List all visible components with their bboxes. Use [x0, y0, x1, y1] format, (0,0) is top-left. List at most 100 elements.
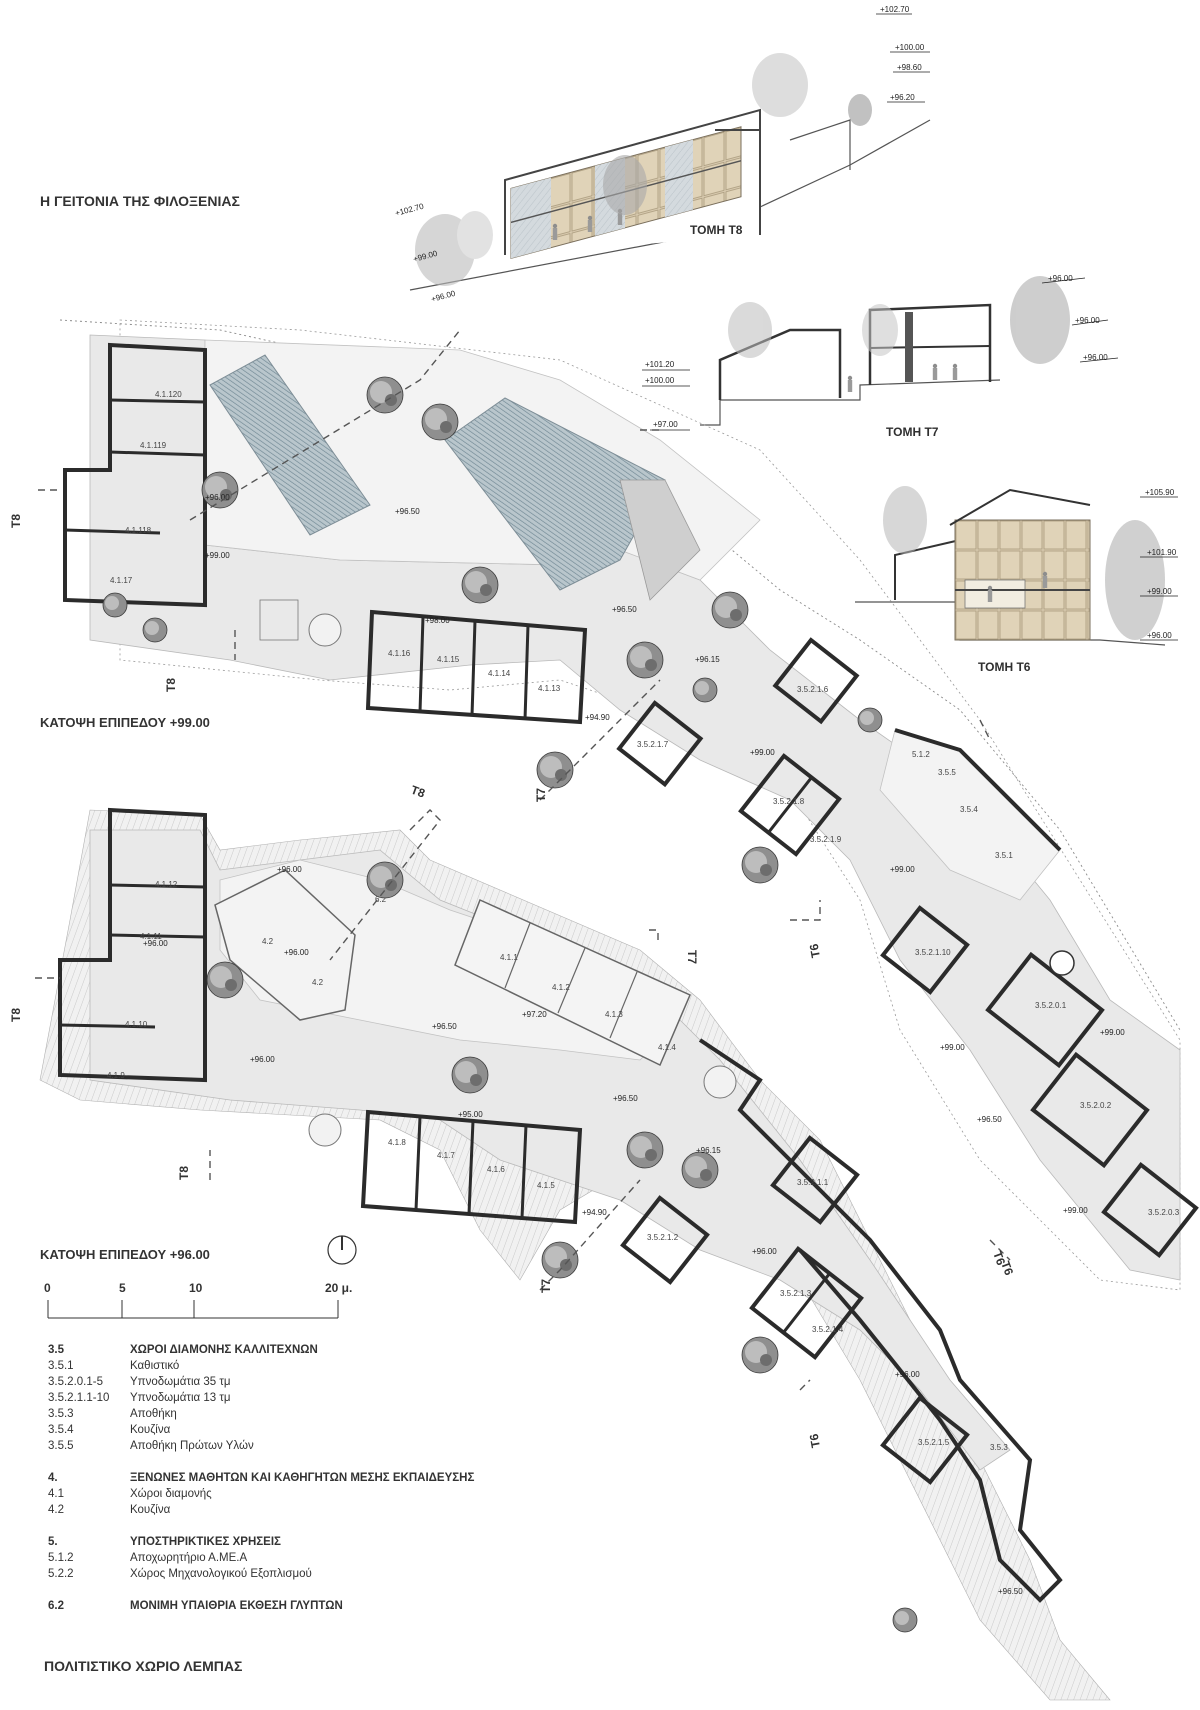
plan-lower-kitchen-1: 4.2 — [262, 937, 274, 946]
legend-item-text: Κουζίνα — [130, 1504, 171, 1516]
section-t7-level-3: +96.00 — [1083, 353, 1108, 362]
section-t8-level-3: +98.60 — [897, 63, 922, 72]
section-t6-level-1: +105.90 — [1145, 488, 1175, 497]
legend-group-3-code: 5. — [48, 1536, 58, 1548]
legend-item-text: Αποθήκη Πρώτων Υλών — [130, 1440, 254, 1452]
plan-upper-level-9: +99.00 — [890, 865, 915, 874]
plan-lower-room-2: 4.1.11 — [140, 932, 162, 941]
legend-item-text: Υπνοδωμάτια 35 τμ — [130, 1376, 231, 1388]
plan-lower-cut-5: Τ7 — [539, 1279, 553, 1293]
legend-group-2-code: 4. — [48, 1472, 58, 1484]
plan-upper-cut-4: Τ6 — [807, 942, 823, 959]
plan-lower-level-9: +96.15 — [696, 1146, 721, 1155]
plan-upper-level-2: +96.50 — [395, 507, 420, 516]
sheet-footer-title: ΠΟΛΙΤΙΣΤΙΚΟ ΧΩΡΙΟ ΛΕΜΠΑΣ — [44, 1658, 242, 1674]
north-arrow — [327, 1235, 357, 1265]
plan-upper-level-12: +99.00 — [1100, 1028, 1125, 1037]
legend-item-code: 4.2 — [48, 1504, 64, 1516]
plan-lower-room-15: 3.5.2.1.3 — [780, 1289, 812, 1298]
plan-upper-level-10: +99.00 — [940, 1043, 965, 1052]
plan-lower-level-12: +96.00 — [895, 1370, 920, 1379]
plan-lower-level-13: +96.50 — [998, 1587, 1023, 1596]
plan-upper-service-4: 3.5.1 — [995, 851, 1013, 860]
legend-item-code: 3.5.2.1.1-10 — [48, 1392, 109, 1404]
plan-lower-room-4: 4.1.9 — [107, 1071, 125, 1080]
plan-upper-level-3: +99.00 — [205, 551, 230, 560]
legend-item-code: 4.1 — [48, 1488, 64, 1500]
scale-tick-0: 0 — [44, 1281, 51, 1295]
plan-lower-room-3: 4.1.10 — [125, 1020, 148, 1029]
plan-lower-room-18: 3.5.3 — [990, 1443, 1008, 1452]
legend-item-text: Καθιστικό — [130, 1360, 179, 1372]
scale-bar: 0 5 10 20 μ. — [44, 1281, 352, 1319]
plan-lower-level-1: +96.00 — [277, 865, 302, 874]
plan-upper-level-4: +98.00 — [425, 616, 450, 625]
plan-lower-room-6: 4.1.7 — [437, 1151, 455, 1160]
section-t7-level-5: +100.00 — [645, 376, 675, 385]
plan-upper-room-6: 4.1.15 — [437, 655, 460, 664]
plan-upper-room-5: 4.1.16 — [388, 649, 411, 658]
legend-item-code: 3.5.2.0.1-5 — [48, 1376, 103, 1388]
legend-group-2-title: ΞΕΝΩΝΕΣ ΜΑΘΗΤΩΝ ΚΑΙ ΚΑΘΗΓΗΤΩΝ ΜΕΣΗΣ ΕΚΠΑ… — [130, 1472, 474, 1484]
section-t7-level-2: +96.00 — [1075, 316, 1100, 325]
sheet-title: Η ΓΕΙΤΟΝΙΑ ΤΗΣ ΦΙΛΟΞΕΝΙΑΣ — [40, 193, 240, 209]
scale-tick-20: 20 μ. — [325, 1281, 352, 1295]
plan-upper: 4.1.120 4.1.119 4.1.118 4.1.17 4.1.16 4.… — [9, 319, 1199, 1291]
legend-item-text: Χώρος Μηχανολογικού Εξοπλισμού — [130, 1568, 312, 1580]
plan-upper-label: ΚΑΤΟΨΗ ΕΠΙΠΕΔΟΥ +99.00 — [40, 715, 210, 730]
plan-upper-room-4: 4.1.17 — [110, 576, 133, 585]
legend-item-text: Αποχωρητήριο Α.ΜΕ.Α — [130, 1552, 247, 1564]
scale-tick-5: 5 — [119, 1281, 126, 1295]
plan-lower-level-10: +94.90 — [582, 1208, 607, 1217]
plan-upper-level-11: +96.50 — [977, 1115, 1002, 1124]
plan-upper-room-large-2: 3.5.2.0.2 — [1080, 1101, 1112, 1110]
legend-item-code: 5.2.2 — [48, 1568, 74, 1580]
legend-group-4-code: 6.2 — [48, 1600, 64, 1612]
plan-upper-room-12: 3.5.2.1.9 — [810, 835, 842, 844]
plan-upper-room-3: 4.1.118 — [125, 526, 152, 535]
plan-lower-room-9: 4.1.1 — [500, 953, 518, 962]
legend-item-text: Κουζίνα — [130, 1424, 171, 1436]
legend-group-1-title: ΧΩΡΟΙ ΔΙΑΜΟΝΗΣ ΚΑΛΛΙΤΕΧΝΩΝ — [130, 1344, 318, 1356]
plan-lower-room-17: 3.5.2.1.5 — [918, 1438, 950, 1447]
plan-upper-cut-5: Τ6 — [998, 1259, 1016, 1277]
plan-lower-room-14: 3.5.2.1.2 — [647, 1233, 679, 1242]
plan-lower-room-10: 4.1.2 — [552, 983, 570, 992]
plan-upper-level-8: +99.00 — [750, 748, 775, 757]
plan-lower-room-8: 4.1.5 — [537, 1181, 555, 1190]
section-t8-level-1: +102.70 — [880, 5, 910, 14]
legend-group-4-title: ΜΟΝΙΜΗ ΥΠΑΙΘΡΙΑ ΕΚΘΕΣΗ ΓΛΥΠΤΩΝ — [130, 1600, 343, 1612]
plan-upper-level-1: +96.00 — [205, 493, 230, 502]
plan-lower-room-1: 4.1.12 — [155, 880, 178, 889]
plan-upper-room-9: 3.5.2.1.6 — [797, 685, 829, 694]
plan-upper-level-13: +99.00 — [1063, 1206, 1088, 1215]
plan-upper-level-6: +96.15 — [695, 655, 720, 664]
plan-upper-level-5: +96.50 — [612, 605, 637, 614]
scale-tick-10: 10 — [189, 1281, 203, 1295]
plan-upper-room-2: 4.1.119 — [140, 441, 167, 450]
plan-lower-level-4: +96.00 — [250, 1055, 275, 1064]
plan-lower-cut-2: Τ8 — [9, 1008, 23, 1022]
legend-item-code: 3.5.1 — [48, 1360, 74, 1372]
plan-lower-room-7: 4.1.6 — [487, 1165, 505, 1174]
section-t6-label: ΤΟΜΗ Τ6 — [978, 660, 1031, 674]
plan-lower-cut-1: Τ8 — [409, 783, 427, 801]
plan-lower: 4.1.12 4.1.11 4.1.10 4.1.9 4.1.8 4.1.7 4… — [9, 783, 1111, 1701]
plan-lower-room-16: 3.5.2.1.4 — [812, 1325, 844, 1334]
legend-item-text: Χώροι διαμονής — [130, 1488, 212, 1500]
section-t6-level-2: +101.90 — [1147, 548, 1177, 557]
plan-upper-service-2: 3.5.5 — [938, 768, 956, 777]
legend-group-3-title: ΥΠΟΣΤΗΡΙΚΤΙΚΕΣ ΧΡΗΣΕΙΣ — [130, 1536, 281, 1548]
plan-lower-cut-6: Τ6 — [807, 1432, 823, 1449]
plan-lower-level-8: +95.00 — [458, 1110, 483, 1119]
plan-upper-room-1: 4.1.120 — [155, 390, 182, 399]
plan-lower-room-12: 4.1.4 — [658, 1043, 676, 1052]
plan-upper-room-13: 3.5.2.1.10 — [915, 948, 951, 957]
legend-item-code: 3.5.5 — [48, 1440, 74, 1452]
plan-upper-service-3: 3.5.4 — [960, 805, 978, 814]
plan-lower-sculpture: 6.2 — [375, 895, 387, 904]
plan-upper-cut-2: Τ8 — [164, 678, 178, 692]
section-t8-level-7: +96.00 — [430, 289, 457, 304]
plan-lower-cut-7: Τ6 — [990, 1249, 1008, 1267]
